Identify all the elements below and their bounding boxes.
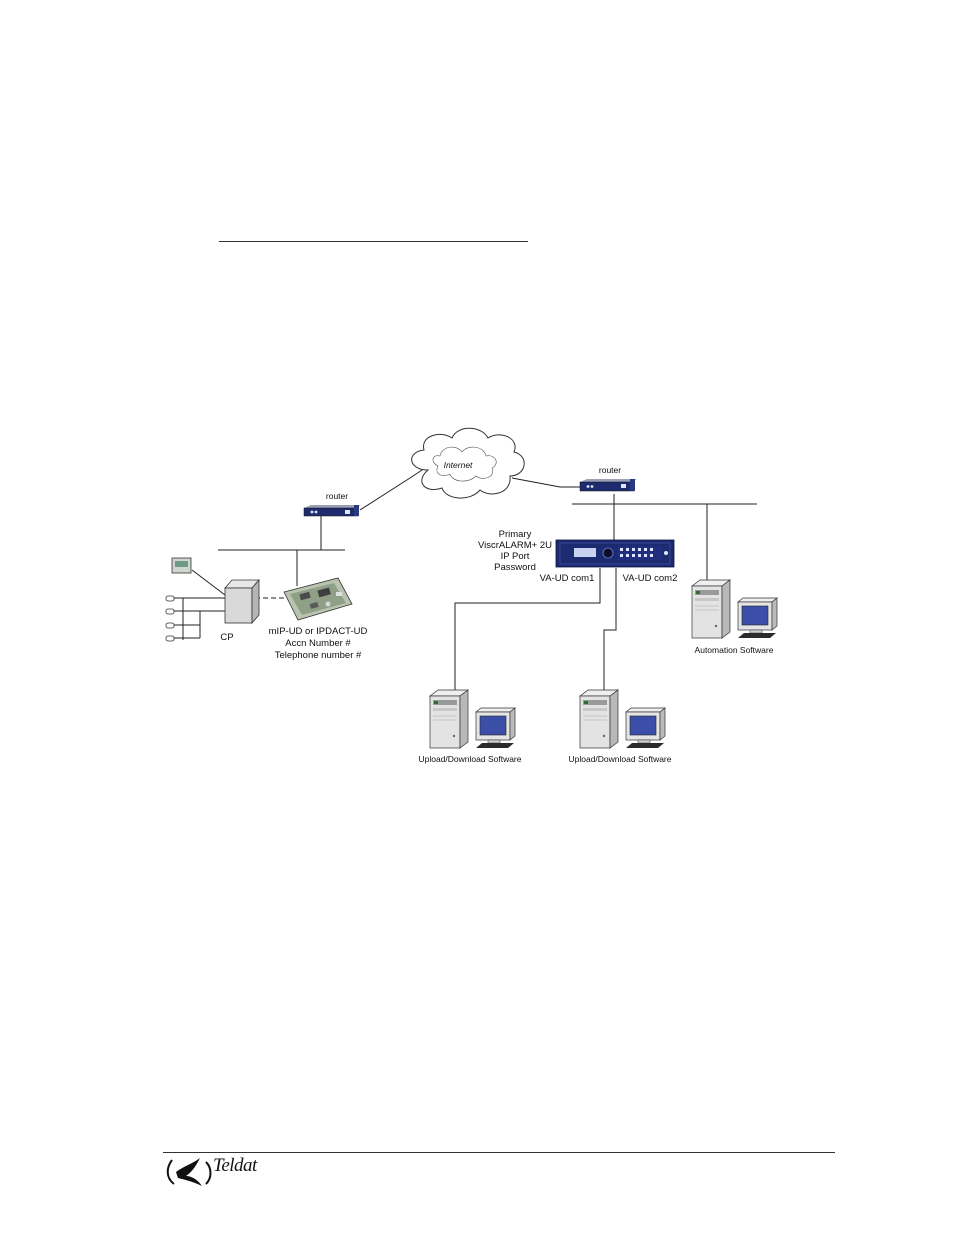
receiver-caption: Primary ViscrALARM+ 2U IP Port Password [478, 529, 552, 573]
sensor-icon [165, 635, 175, 642]
automation-software-label: Automation Software [695, 645, 774, 655]
sensor-icon [165, 595, 175, 602]
internet-label: Internet [444, 460, 473, 470]
com2-label: VA-UD com2 [623, 573, 678, 584]
upload-software-1-label: Upload/Download Software [418, 754, 521, 764]
receiver-line-model: ViscrALARM+ 2U [478, 540, 552, 551]
com1-label: VA-UD com1 [540, 573, 595, 584]
keypad-icon [171, 557, 192, 574]
receiver-line-password: Password [494, 562, 536, 573]
alarm-receiver-icon [555, 539, 675, 568]
router-left-label: router [326, 491, 348, 501]
automation-workstation-icon: Automation Software [691, 579, 778, 655]
upload-workstation-2-icon: Upload/Download Software [568, 689, 672, 764]
upload-software-2-label: Upload/Download Software [568, 754, 671, 764]
module-caption: mIP-UD or IPDACT-UD Accn Number # Teleph… [269, 626, 368, 661]
teldat-brand-text: Teldat [213, 1155, 257, 1176]
footer-rule [163, 1152, 835, 1153]
router-right-label: router [599, 465, 621, 475]
receiver-line-primary: Primary [499, 529, 532, 540]
module-line-account: Accn Number # [285, 638, 351, 649]
router-left-icon: router [303, 491, 361, 517]
sensor-icon [165, 608, 175, 615]
sensor-icons [165, 595, 175, 642]
teldat-bird-logo-icon [166, 1158, 212, 1186]
module-line-model: mIP-UD or IPDACT-UD [269, 626, 368, 637]
section-heading-underline [219, 241, 528, 242]
router-right-icon: router [579, 465, 637, 492]
cp-label: CP [220, 632, 233, 643]
network-wires [174, 467, 757, 692]
upload-workstation-1-icon: Upload/Download Software [418, 689, 522, 764]
receiver-line-ip-port: IP Port [501, 551, 530, 562]
control-panel-icon: CP [220, 578, 260, 643]
module-line-telephone: Telephone number # [275, 650, 362, 661]
ip-module-board-icon [283, 577, 353, 621]
internet-cloud-icon: Internet [411, 427, 525, 499]
sensor-icon [165, 622, 175, 629]
